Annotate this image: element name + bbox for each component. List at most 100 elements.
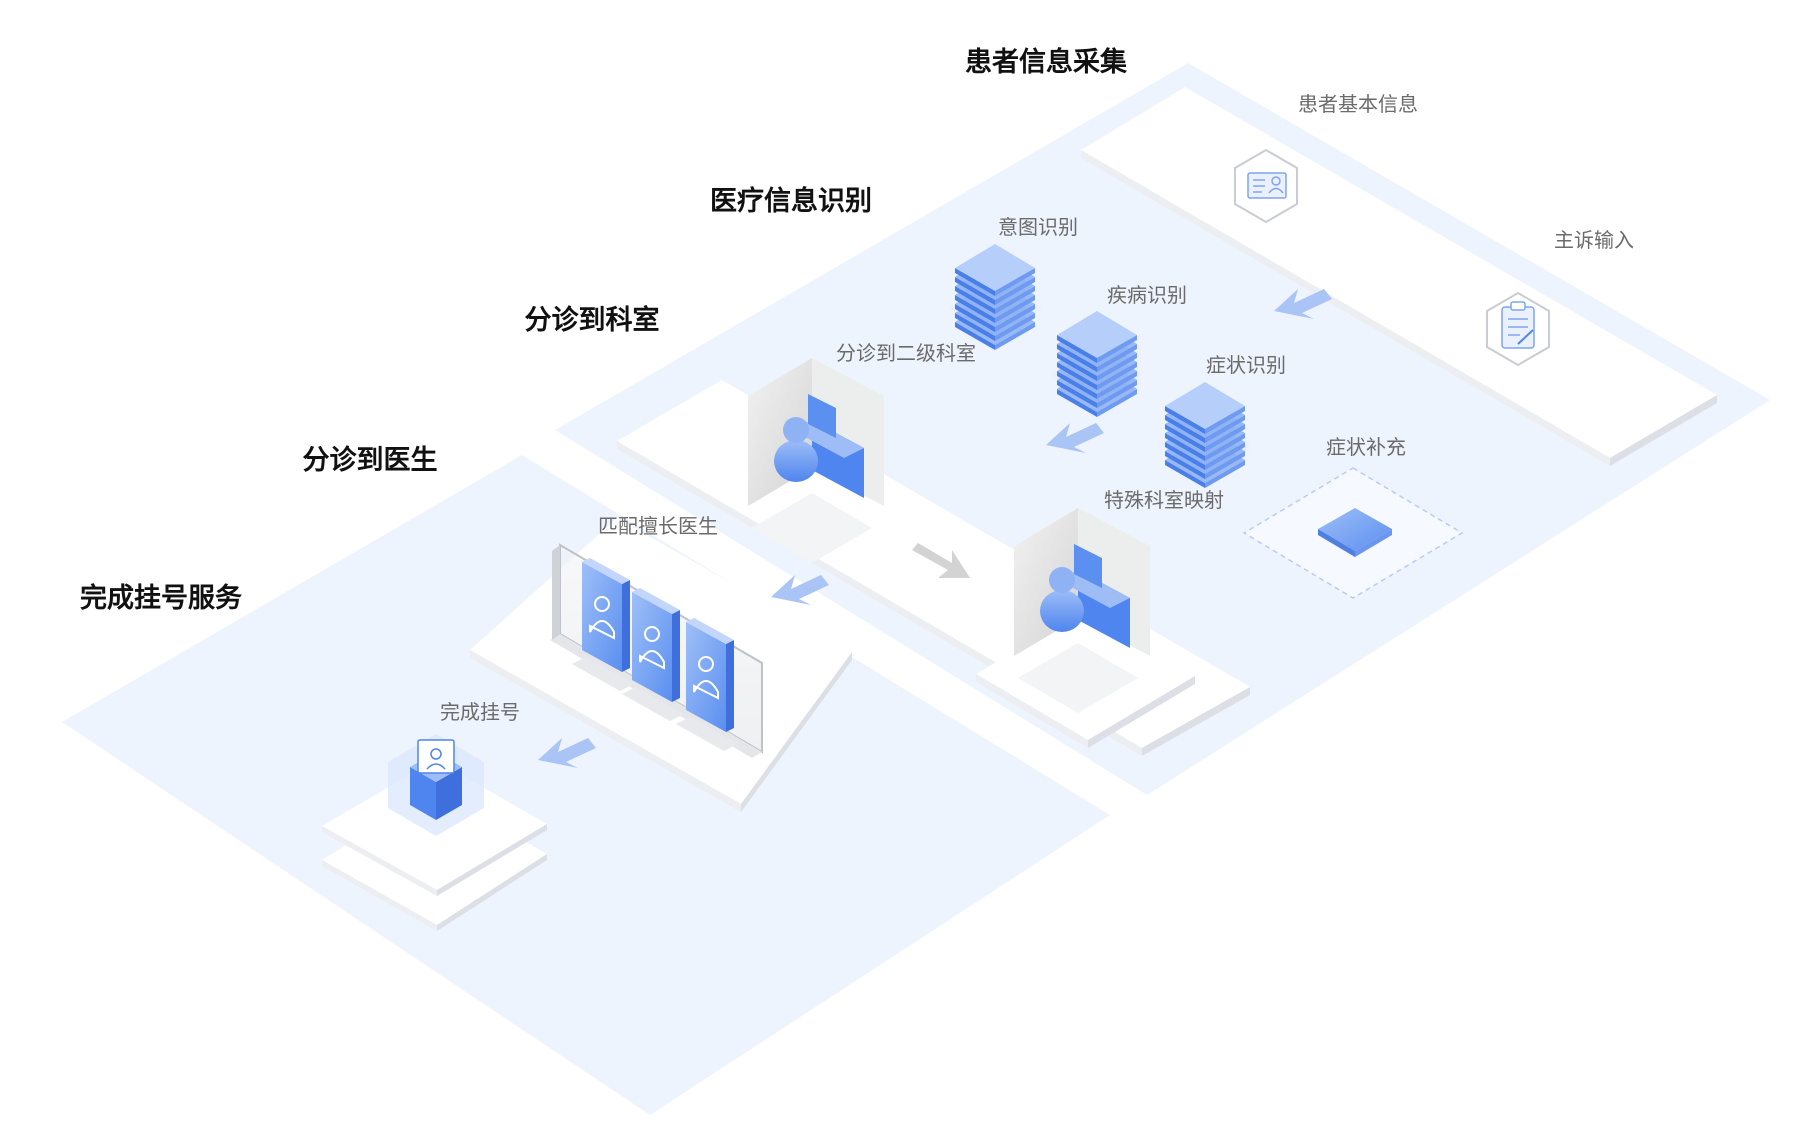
node-label-symptom: 症状识别 <box>1206 353 1286 377</box>
layer-side <box>1057 335 1097 363</box>
doctor-card-top <box>582 558 630 584</box>
doctor-card-base <box>676 717 738 751</box>
layer-side <box>1097 335 1137 363</box>
arrow-icon <box>771 575 829 605</box>
layer-side <box>1057 353 1097 381</box>
layer-side <box>1165 433 1205 461</box>
node-label-done: 完成挂号 <box>440 700 520 724</box>
doctor-card <box>582 562 622 672</box>
layer-side <box>1165 415 1205 443</box>
layer-side <box>955 286 995 314</box>
doctor-card-edge <box>622 580 630 672</box>
layer-side <box>1205 415 1245 443</box>
layer-side <box>995 313 1035 341</box>
layer-side <box>1205 460 1245 488</box>
node-label-match-doctor: 匹配擅长医生 <box>598 514 718 538</box>
node-label-symptom-supplement: 症状补充 <box>1326 435 1406 459</box>
symptom-layers-icon <box>1161 382 1249 488</box>
node-label-intent: 意图识别 <box>998 215 1078 239</box>
layer-side <box>995 295 1035 323</box>
layer-side <box>1165 424 1205 452</box>
layer-side <box>1097 389 1137 417</box>
intent-layers-icon <box>951 244 1039 350</box>
doctor-card <box>686 622 726 732</box>
layer-side <box>995 286 1035 314</box>
doctor-card-base <box>572 657 634 691</box>
layer-top <box>1165 382 1245 429</box>
node-label-second-dept: 分诊到二级科室 <box>836 341 976 365</box>
layer-side <box>1205 406 1245 434</box>
layer-side <box>1057 380 1097 408</box>
doctor-card-edge <box>726 640 734 732</box>
layer-side <box>1205 433 1245 461</box>
node-label-disease: 疾病识别 <box>1107 283 1187 307</box>
layer-side <box>1057 389 1097 417</box>
doctor-avatar-icon <box>594 596 610 612</box>
stage-title-recognize: 医疗信息识别 <box>710 186 872 217</box>
layer-side <box>1057 344 1097 372</box>
stage-title-register: 完成挂号服务 <box>80 583 242 614</box>
registration-box-icon <box>388 734 484 836</box>
layer-side <box>955 295 995 323</box>
stage-title-collect: 患者信息采集 <box>965 47 1127 78</box>
doctor-cabinet-icon <box>550 543 763 758</box>
arrow-icon <box>538 738 596 768</box>
arrow-icon <box>1046 423 1104 453</box>
registration-card <box>322 760 547 931</box>
layer-side <box>995 277 1035 305</box>
person-head <box>783 417 809 443</box>
layer-side <box>955 268 995 296</box>
desk-top <box>792 420 864 458</box>
layer-side <box>995 268 1035 296</box>
layer-side <box>1097 344 1137 372</box>
layer-side <box>1165 442 1205 470</box>
doctor-card-base <box>622 687 684 721</box>
layer-side <box>955 277 995 305</box>
layer-side <box>955 322 995 350</box>
doctor-avatar-icon <box>644 626 660 642</box>
doctor-avatar-icon <box>589 620 615 640</box>
layer-side <box>1165 406 1205 434</box>
layer-side <box>955 313 995 341</box>
symptom-supplement-area <box>1242 467 1464 599</box>
doctor-avatar-icon <box>693 680 719 700</box>
upper-platform <box>555 63 1770 795</box>
layer-side <box>995 304 1035 332</box>
stage-title-dept: 分诊到科室 <box>524 305 660 336</box>
disease-layers-icon <box>1053 311 1141 417</box>
arrow-icon <box>1274 289 1332 319</box>
special-dept-booth-icon <box>1014 508 1150 713</box>
doctor-avatar-icon <box>698 656 714 672</box>
doctor-avatar-icon <box>639 650 665 670</box>
layer-top <box>1057 311 1137 358</box>
doctor-card-top <box>632 588 680 614</box>
person-head <box>1049 567 1075 593</box>
layer-side <box>1097 353 1137 381</box>
layer-top <box>955 244 1035 291</box>
monitor <box>1074 544 1102 588</box>
layer-side <box>1165 451 1205 479</box>
layer-side <box>1097 371 1137 399</box>
second-dept-booth-icon <box>748 358 884 563</box>
layer-side <box>1057 371 1097 399</box>
person-body <box>774 440 818 482</box>
desk-top <box>1058 570 1130 608</box>
doctor-card-edge <box>672 610 680 702</box>
node-label-basic-info: 患者基本信息 <box>1298 92 1418 116</box>
stage-title-doctor: 分诊到医生 <box>302 445 438 476</box>
monitor <box>808 394 836 438</box>
id-card-icon <box>1234 148 1298 224</box>
layer-side <box>1057 362 1097 390</box>
doctor-card <box>632 592 672 702</box>
layer-side <box>1097 362 1137 390</box>
layer-side <box>955 304 995 332</box>
arrow-icon <box>912 543 970 578</box>
layer-side <box>1205 442 1245 470</box>
clipboard-icon <box>1486 291 1550 367</box>
layer-side <box>1205 424 1245 452</box>
node-label-complaint: 主诉输入 <box>1554 228 1634 252</box>
layer-side <box>1205 451 1245 479</box>
lower-platform <box>62 455 1110 1115</box>
node-label-special-dept: 特殊科室映射 <box>1104 488 1224 512</box>
